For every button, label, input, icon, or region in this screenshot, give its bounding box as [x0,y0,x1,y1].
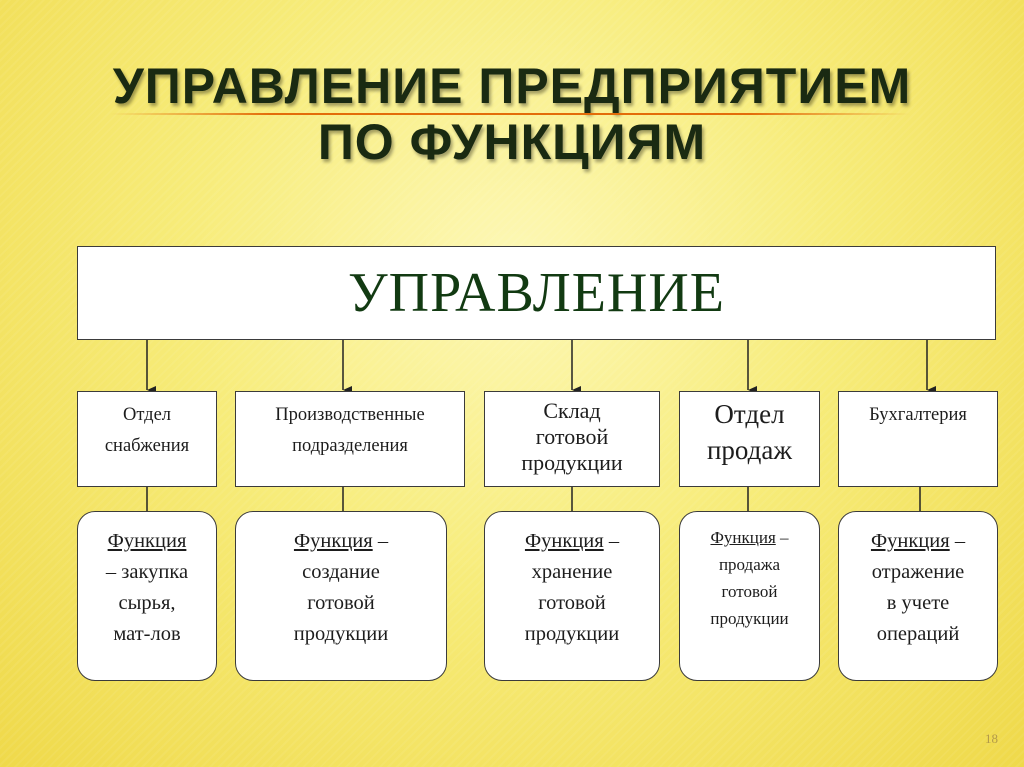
dept-box-supply: Отдел снабжения [77,391,217,487]
function-description: – закупка сырья, мат-лов [105,561,189,645]
function-box-accounting: Функция – отражение в учете операций [838,511,998,681]
function-description: – отражение в учете операций [871,530,966,645]
function-heading: Функция [107,530,187,552]
function-heading: Функция [710,528,776,547]
dept-label: Бухгалтерия [869,405,967,425]
function-heading: Функция [870,530,950,552]
page-number: 18 [985,731,998,746]
management-root-label: УПРАВЛЕНИЕ [347,262,725,324]
management-root-box: УПРАВЛЕНИЕ [77,246,996,340]
function-description: – создание готовой продукции [293,530,389,645]
function-heading: Функция [293,530,373,552]
dept-box-warehouse: Склад готовой продукции [484,391,660,487]
function-description: – продажа готовой продукции [710,528,789,628]
function-box-production: Функция – создание готовой продукции [235,511,447,681]
dept-label: Отдел снабжения [104,405,190,456]
slide-title-line-2: ПО ФУНКЦИЯМ [317,114,707,170]
dept-label: Отдел продаж [706,399,793,465]
dept-box-production: Производственные подразделения [235,391,465,487]
dept-label: Склад готовой продукции [521,398,623,475]
dept-label: Производственные подразделения [275,405,425,456]
function-description: – хранение готовой продукции [524,530,620,645]
function-heading: Функция [524,530,604,552]
dept-box-sales: Отдел продаж [679,391,820,487]
function-box-warehouse: Функция – хранение готовой продукции [484,511,660,681]
title-divider [110,113,910,115]
dept-box-accounting: Бухгалтерия [838,391,998,487]
slide-title-line-1: УПРАВЛЕНИЕ ПРЕДПРИЯТИЕМ [112,58,912,114]
function-box-supply: Функция – закупка сырья, мат-лов [77,511,217,681]
function-box-sales: Функция – продажа готовой продукции [679,511,820,681]
